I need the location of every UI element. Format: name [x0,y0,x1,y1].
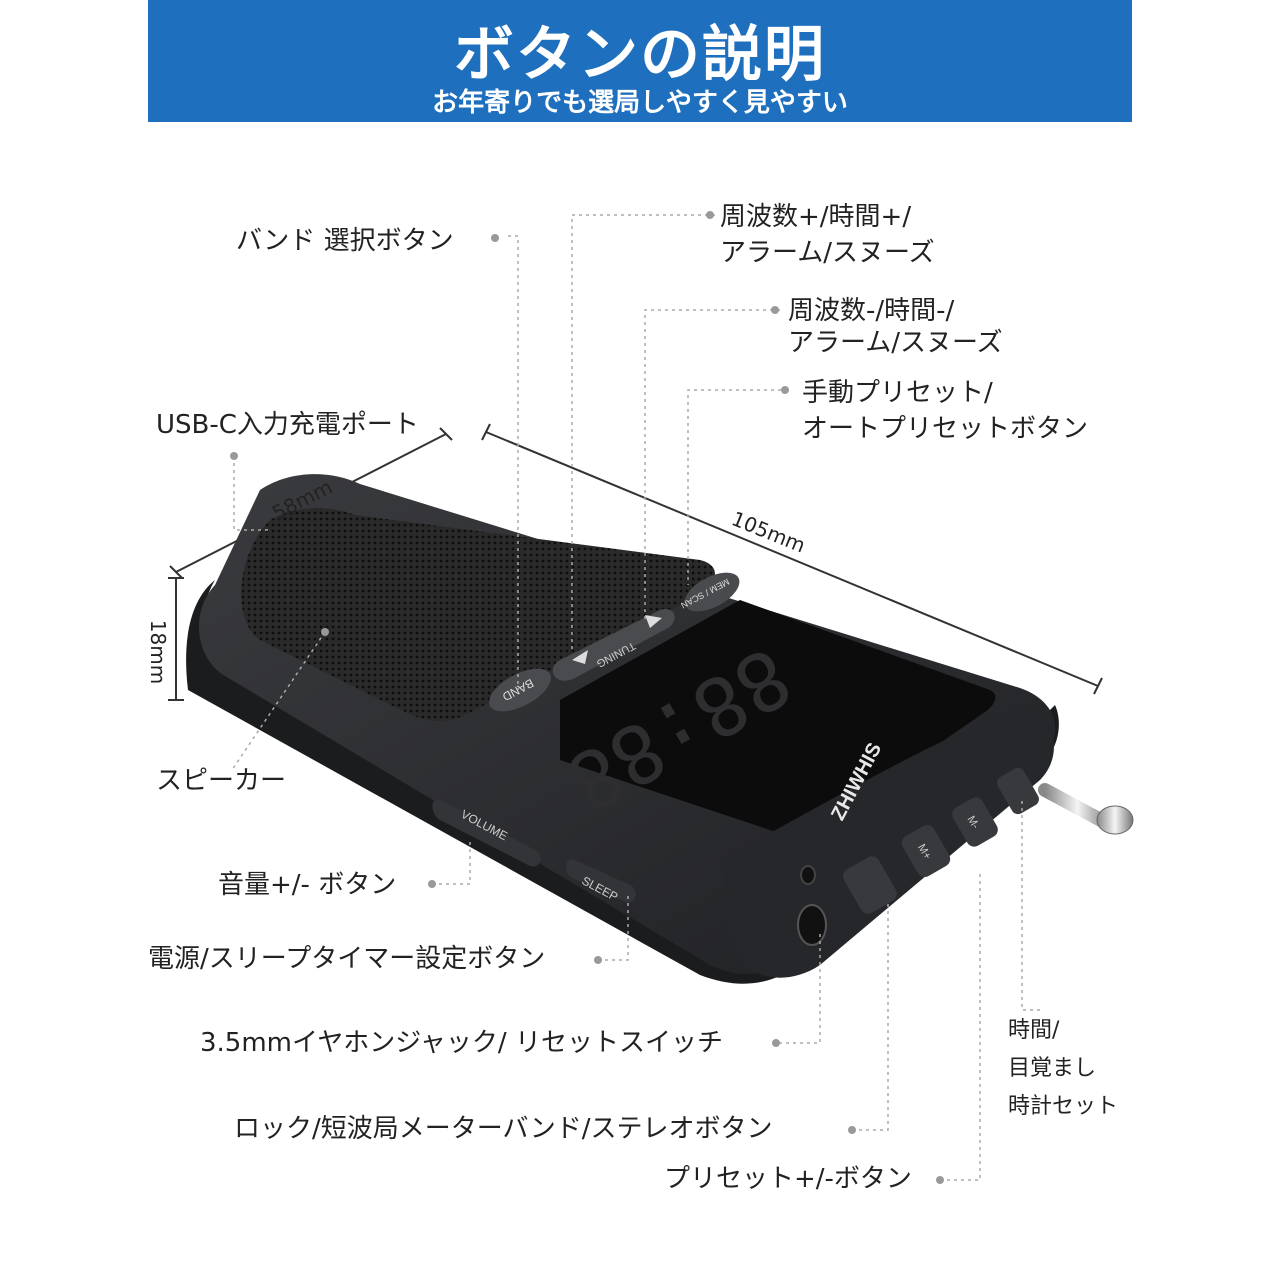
clock-button[interactable] [995,765,1042,816]
label-earphone-jack: 3.5mmイヤホンジャック/ リセットスイッチ [200,1028,723,1058]
tuning-down-button[interactable] [572,650,588,664]
radio-body: 88:88 [186,474,1059,984]
label-clock-line3: 時計セット [1008,1094,1119,1119]
dimension-thickness: 18mm [146,619,171,685]
label-clock-line1: 時間/ [1008,1018,1060,1043]
page-title: ボタンの説明 [454,20,826,90]
label-preset-line1: 手動プリセット/ [802,378,993,408]
label-usbc-port: USB-C入力充電ポート [156,410,419,440]
label-speaker: スピーカー [156,766,287,796]
label-power-sleep: 電源/スリープタイマー設定ボタン [148,944,546,974]
page-subtitle: お年寄りでも選局しやすく見やすい [432,88,848,118]
tuning-up-button[interactable] [645,615,662,628]
label-freq-down-line1: 周波数-/時間-/ [788,296,955,326]
lock-button[interactable] [840,853,900,916]
svg-text:M-: M- [965,814,982,831]
label-freq-up-line2: アラーム/スヌーズ [720,238,935,268]
m-plus-button[interactable]: M+ [899,822,953,880]
leader-lines [231,214,1040,1181]
label-clock-line2: 目覚まし [1008,1056,1097,1081]
header-banner: ボタンの説明 お年寄りでも選局しやすく見やすい [148,0,1132,122]
earphone-jack [797,865,827,946]
label-band-button: バンド 選択ボタン [236,226,454,256]
dimension-length-line [481,423,1103,695]
label-preset-plus-minus: プリセット+/-ボタン [664,1164,912,1194]
label-preset-line2: オートプリセットボタン [802,414,1089,444]
label-freq-down-line2: アラーム/スヌーズ [788,328,1003,358]
dimension-thickness-line [168,577,184,701]
label-freq-up-line1: 周波数+/時間+/ [720,202,912,232]
band-button[interactable]: BAND [482,660,557,720]
m-minus-button[interactable]: M- [949,794,1000,849]
antenna [1038,783,1134,835]
speaker-grille [241,508,715,722]
label-lock-button: ロック/短波局メーターバンド/ステレオボタン [234,1114,773,1144]
label-volume: 音量+/- ボタン [218,870,397,900]
leader-dots [230,211,944,1184]
